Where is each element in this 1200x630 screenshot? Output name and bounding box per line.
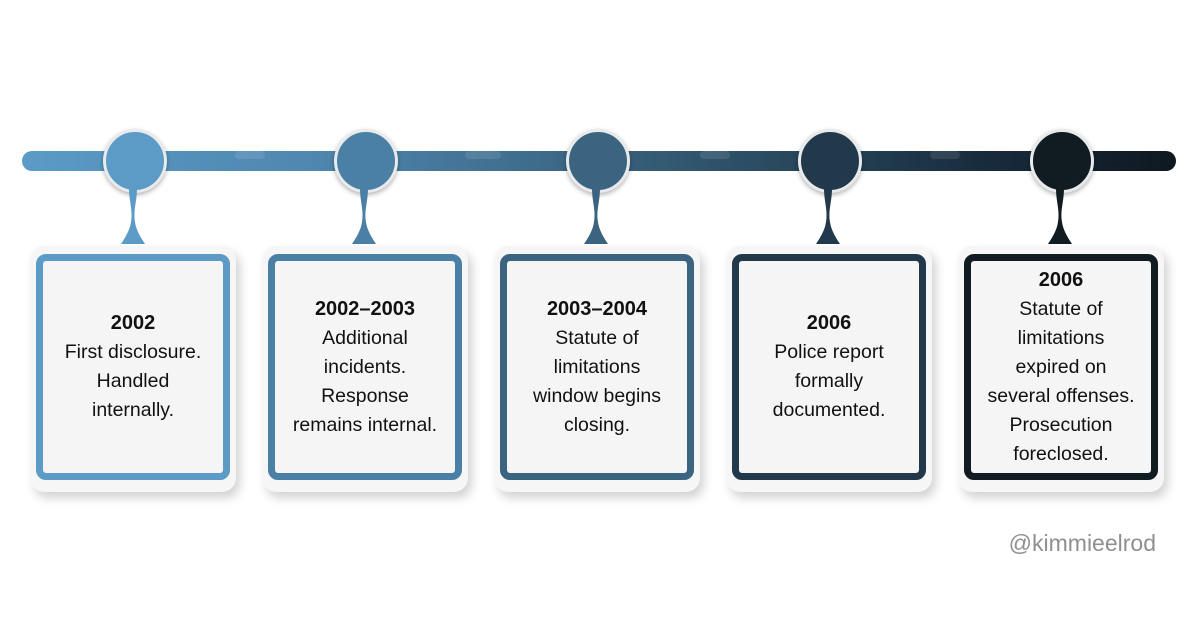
event-card: 2006 Statute of limitations expired on s…: [958, 246, 1164, 492]
event-year: 2002–2003: [314, 297, 416, 320]
timeline-node: [334, 129, 398, 193]
event-year: 2006: [806, 312, 852, 334]
timeline-bar-highlight: [235, 151, 265, 159]
timeline-node: [103, 129, 167, 193]
timeline-node: [1030, 129, 1094, 193]
timeline-connector: [1048, 188, 1072, 244]
timeline-node: [566, 129, 630, 193]
event-description-line: limitations: [553, 355, 641, 378]
timeline-bar-highlight: [700, 151, 730, 159]
event-description-line: documented.: [772, 399, 886, 421]
event-description-line: First disclosure.: [64, 341, 202, 363]
event-year: 2003–2004: [546, 297, 648, 320]
event-description-line: closing.: [563, 413, 631, 436]
event-description-line: Police report: [774, 341, 884, 363]
event-description-line: expired on: [1015, 355, 1107, 378]
timeline-connector: [352, 188, 376, 244]
event-description-line: foreclosed.: [1013, 442, 1109, 465]
event-description-line: window begins: [533, 384, 661, 407]
event-card-frame: 2002–2003 Additional incidents. Response…: [268, 254, 462, 480]
event-year: 2002: [110, 312, 156, 334]
author-handle: @kimmieelrod: [1008, 530, 1156, 556]
event-description-line: Statute of: [1019, 297, 1103, 320]
event-description-line: Statute of: [555, 326, 639, 349]
event-card-frame: 2006 Statute of limitations expired on s…: [964, 254, 1158, 480]
event-description-line: Handled: [96, 370, 170, 392]
event-card-frame: 2006 Police report formally documented.: [732, 254, 926, 480]
timeline-connector: [121, 188, 145, 244]
event-card-frame: 2002 First disclosure. Handled internall…: [36, 254, 230, 480]
event-description-line: internally.: [91, 399, 174, 421]
event-card: 2002–2003 Additional incidents. Response…: [262, 246, 468, 492]
event-description-line: remains internal.: [292, 413, 438, 436]
timeline-connector: [584, 188, 608, 244]
timeline-node: [798, 129, 862, 193]
event-description-line: incidents.: [323, 355, 407, 378]
timeline-bar-highlight: [465, 151, 501, 159]
event-description-line: limitations: [1017, 326, 1105, 349]
timeline-connector: [816, 188, 840, 244]
event-year: 2006: [1038, 268, 1084, 291]
event-description-line: Response: [321, 384, 409, 407]
event-description-line: formally: [794, 370, 864, 392]
event-card-frame: 2003–2004 Statute of limitations window …: [500, 254, 694, 480]
event-description-line: several offenses.: [987, 384, 1135, 407]
event-description-line: Additional: [322, 326, 408, 349]
timeline-bar-highlight: [930, 151, 960, 159]
event-card: 2006 Police report formally documented.: [726, 246, 932, 492]
event-description-line: Prosecution: [1009, 413, 1113, 436]
event-card: 2002 First disclosure. Handled internall…: [30, 246, 236, 492]
event-card: 2003–2004 Statute of limitations window …: [494, 246, 700, 492]
